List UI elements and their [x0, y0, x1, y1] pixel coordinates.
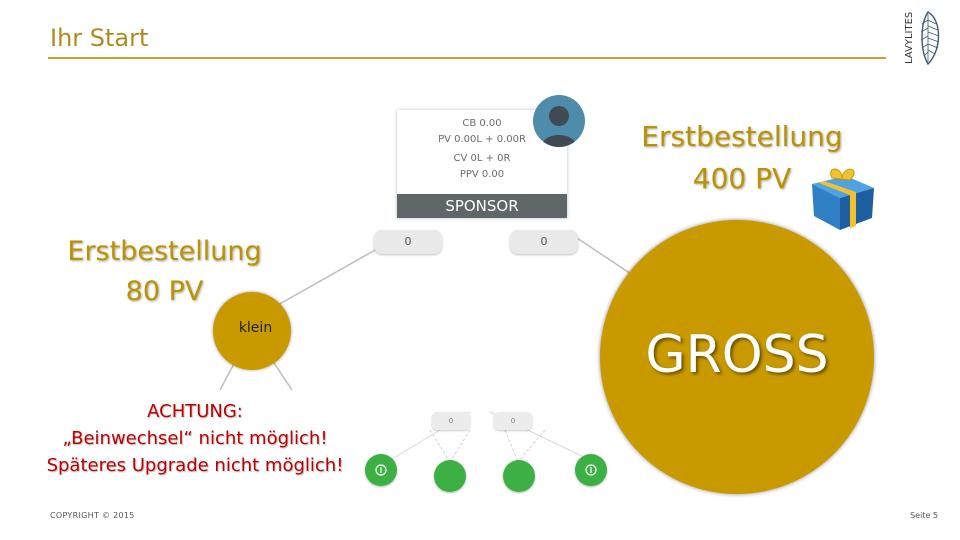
page-number: Seite 5 — [910, 511, 938, 520]
placement-right-icon[interactable] — [575, 454, 607, 486]
right-offer-heading: Erstbestellung 400 PV — [622, 116, 862, 200]
warning-note: ACHTUNG: „Beinwechsel“ nicht möglich! Sp… — [30, 398, 360, 479]
left-offer-line1: Erstbestellung — [67, 236, 262, 267]
left-leg-value: 0 — [374, 230, 442, 254]
right-offer-line1: Erstbestellung — [641, 120, 843, 153]
warning-line2: „Beinwechsel“ nicht möglich! — [62, 428, 328, 449]
avatar-icon — [533, 95, 585, 147]
warning-line3: Späteres Upgrade nicht möglich! — [46, 455, 344, 476]
placement-left-icon[interactable] — [365, 454, 397, 486]
left-offer-line2: 80 PV — [125, 276, 204, 307]
warning-line1: ACHTUNG: — [147, 401, 243, 422]
small-package-label: klein — [238, 320, 273, 336]
left-offer-heading: Erstbestellung 80 PV — [52, 232, 277, 312]
page-title: Ihr Start — [50, 24, 149, 52]
mini-tree-right-value: 0 — [494, 412, 532, 430]
sponsor-ppv: PPV 0.00 — [459, 169, 505, 180]
sponsor-card: CB 0.00 PV 0.00L + 0.00R CV 0L + 0R PPV … — [397, 110, 567, 218]
title-divider — [48, 57, 886, 59]
sponsor-cv: CV 0L + 0R — [453, 153, 511, 164]
right-offer-line2: 400 PV — [692, 162, 792, 195]
gift-box-icon — [806, 160, 878, 232]
mini-tree-node — [503, 460, 535, 492]
copyright-text: COPYRIGHT © 2015 — [50, 511, 135, 520]
large-package-label: GROSS — [645, 325, 829, 385]
sponsor-pv: PV 0.00L + 0.00R — [438, 134, 526, 145]
large-package-circle[interactable] — [600, 220, 874, 494]
right-leg-value: 0 — [510, 230, 578, 254]
logo-wordmark: LAVYLITES — [904, 12, 915, 64]
mini-tree-node — [434, 460, 466, 492]
leaf-icon — [920, 11, 940, 66]
brand-logo: LAVYLITES — [898, 6, 944, 68]
sponsor-label: SPONSOR — [397, 194, 567, 218]
small-package-circle[interactable] — [213, 292, 291, 370]
mini-tree-left-value: 0 — [432, 412, 470, 430]
sponsor-cb: CB 0.00 — [462, 118, 502, 129]
